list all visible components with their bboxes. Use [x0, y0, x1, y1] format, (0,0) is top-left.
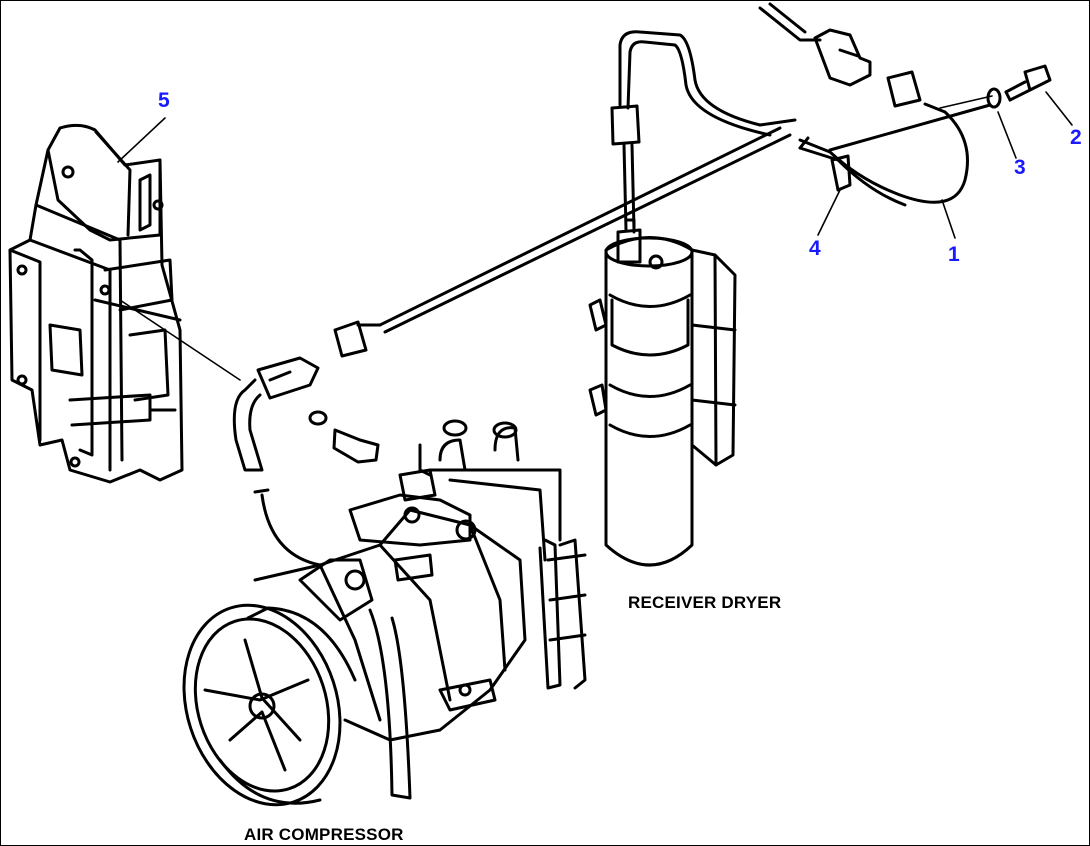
callout-5: 5 — [158, 89, 170, 112]
leader-lines — [117, 91, 1073, 381]
washer-3 — [986, 87, 1002, 109]
callout-2: 2 — [1070, 126, 1082, 149]
air-compressor-label: AIR COMPRESSOR — [244, 825, 404, 844]
bolt-2 — [1004, 64, 1052, 102]
callout-4: 4 — [809, 237, 821, 260]
receiver-dryer-label: RECEIVER DRYER — [628, 593, 782, 612]
callout-3: 3 — [1014, 156, 1026, 179]
compressor-hoses — [368, 538, 587, 800]
receiver-dryer — [588, 218, 737, 567]
bracket-5 — [8, 123, 184, 484]
air-compressor — [182, 419, 562, 807]
callout-1: 1 — [948, 243, 960, 266]
compressor-wire — [232, 356, 380, 567]
wire-harness-1 — [333, 2, 992, 358]
